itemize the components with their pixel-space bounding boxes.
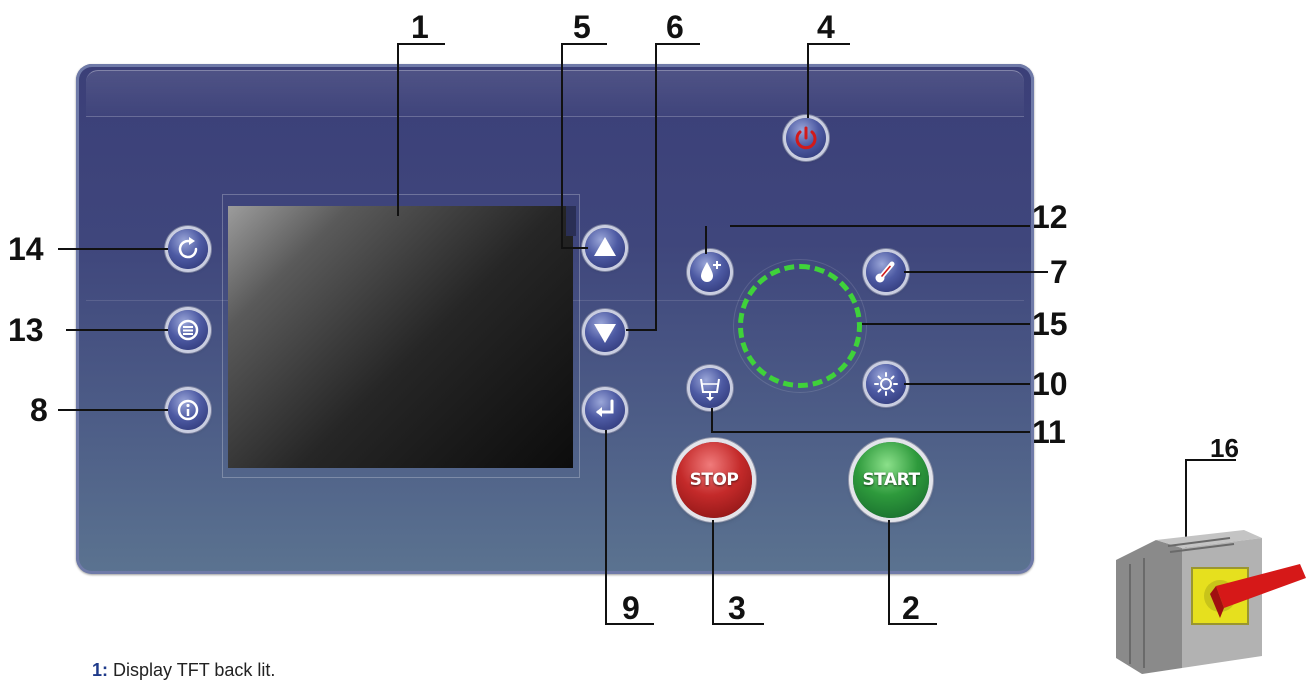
stop-button-label: STOP: [689, 470, 739, 490]
down-button[interactable]: [585, 312, 625, 352]
callout-number-5: 5: [573, 9, 591, 45]
power-icon: [795, 126, 817, 150]
up-button[interactable]: [585, 228, 625, 268]
callout-number-11: 11: [1032, 414, 1066, 450]
drop-plus-icon: [701, 261, 721, 282]
callout-line-1: [397, 43, 445, 216]
callout-number-8: 8: [30, 392, 48, 428]
caption-text: Display TFT back lit.: [108, 660, 276, 680]
callout-number-12: 12: [1032, 199, 1068, 235]
callout-number-2: 2: [902, 590, 920, 626]
callout-number-6: 6: [666, 9, 684, 45]
panel-top-band: [86, 70, 1024, 117]
display-frame: [222, 194, 580, 478]
enter-button[interactable]: [585, 390, 625, 430]
info-button[interactable]: [168, 390, 208, 430]
thermometer-icon: [875, 261, 895, 283]
sun-icon: [874, 372, 898, 396]
callout-number-7: 7: [1050, 254, 1068, 290]
status-ring: [738, 264, 862, 388]
info-icon: [177, 399, 199, 421]
start-button[interactable]: START: [853, 442, 929, 518]
caption-number: 1:: [92, 660, 109, 680]
callout-number-10: 10: [1032, 366, 1068, 402]
callout-line-3: [712, 520, 764, 625]
status-ring-bezel: [733, 259, 867, 393]
reset-icon: [178, 237, 198, 259]
arrow-down-icon: [594, 324, 616, 343]
callout-number-1: 1: [411, 9, 429, 45]
callout-line-4: [807, 43, 850, 118]
callout-number-13: 13: [8, 312, 44, 348]
menu-icon: [177, 319, 199, 341]
callout-number-16: 16: [1210, 433, 1239, 463]
callout-number-9: 9: [622, 590, 640, 626]
tft-display: [228, 206, 573, 468]
caption: 1: Display TFT back lit.: [92, 660, 275, 681]
callout-line-9: [605, 430, 654, 625]
callout-number-3: 3: [728, 590, 746, 626]
power-button[interactable]: [786, 118, 826, 158]
callout-number-4: 4: [817, 9, 835, 45]
callout-number-15: 15: [1032, 306, 1068, 342]
callout-line-11: [711, 408, 1030, 433]
temperature-button[interactable]: [866, 252, 906, 292]
callout-line-16: [1185, 459, 1236, 548]
drain-button[interactable]: [690, 368, 730, 408]
reset-button[interactable]: [168, 229, 208, 269]
callout-line-2: [888, 520, 937, 625]
menu-button[interactable]: [168, 310, 208, 350]
drain-icon: [700, 378, 720, 401]
stop-button[interactable]: STOP: [676, 442, 752, 518]
callout-number-14: 14: [8, 231, 44, 267]
enter-icon: [596, 399, 614, 417]
callout-line-6: [626, 43, 700, 331]
arrow-up-icon: [594, 237, 616, 256]
display-notch: [566, 206, 576, 236]
light-button[interactable]: [866, 364, 906, 404]
add-detergent-button[interactable]: [690, 252, 730, 292]
start-button-label: START: [862, 470, 920, 490]
main-switch[interactable]: [1112, 468, 1308, 675]
callout-line-5: [561, 43, 607, 249]
